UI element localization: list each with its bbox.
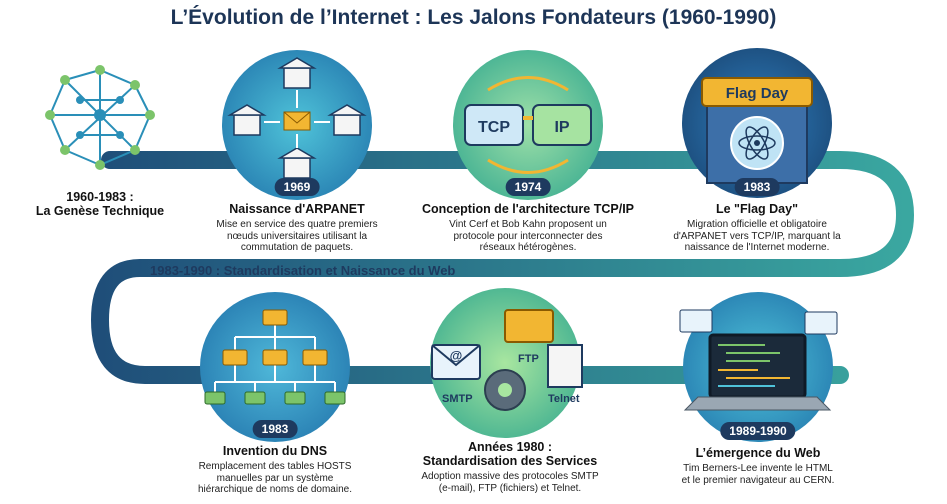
year-badge-1983-flagday: 1983: [734, 178, 780, 196]
svg-text:TCP: TCP: [478, 119, 510, 136]
flag-day-building-icon: Flag Day: [701, 77, 813, 184]
university-network-icon: [227, 57, 367, 179]
web-laptop-icon: [679, 309, 838, 411]
ribbon-path: [90, 151, 915, 384]
svg-text:FTP: FTP: [518, 353, 539, 365]
year-badge-1983-dns: 1983: [252, 420, 298, 438]
svg-text:@: @: [450, 348, 463, 363]
caption-title: Conception de l'architecture TCP/IP: [421, 202, 635, 216]
caption-desc: Mise en service des quatre premiers nœud…: [216, 219, 378, 253]
caption-services: Années 1980 : Standardisation des Servic…: [395, 440, 625, 494]
caption-desc: Remplacement des tables HOSTS manuelles …: [198, 461, 352, 495]
caption-title: Le "Flag Day": [715, 202, 798, 216]
caption-desc: Migration officielle et obligatoire d'AR…: [673, 219, 841, 253]
svg-text:Flag Day: Flag Day: [726, 85, 789, 102]
svg-text:SMTP: SMTP: [442, 393, 473, 405]
dns-tree-icon: [204, 309, 346, 405]
year-badge-1974: 1974: [505, 178, 551, 196]
caption-genese: 1960-1983 : La Genèse Technique: [0, 190, 215, 221]
protocols-gear-icon: @ FTP SMTP Telnet: [431, 309, 583, 411]
caption-title: Invention du DNS: [222, 444, 328, 458]
page-title: L’Évolution de l’Internet : Les Jalons F…: [170, 6, 777, 29]
band-label: 1983-1990 : Standardisation et Naissance…: [150, 263, 456, 278]
year-badge-1969: 1969: [274, 178, 320, 196]
caption-title: L’émergence du Web: [695, 446, 821, 460]
caption-desc: Vint Cerf et Bob Kahn proposent un proto…: [449, 219, 607, 253]
caption-desc: Tim Berners-Lee invente le HTML et le pr…: [681, 463, 835, 486]
svg-text:Telnet: Telnet: [548, 393, 580, 405]
caption-title: Naissance d'ARPANET: [229, 202, 365, 216]
tcp-ip-icon: TCP IP: [464, 76, 592, 174]
caption-desc: Adoption massive des protocoles SMTP (e-…: [421, 471, 599, 494]
network-globe-icon: [45, 65, 155, 170]
caption-title: Années 1980 : Standardisation des Servic…: [422, 440, 598, 468]
caption-title: 1960-1983 : La Genèse Technique: [35, 190, 165, 218]
caption-flagday: Le "Flag Day" Migration officielle et ob…: [642, 202, 872, 254]
caption-arpanet: Naissance d'ARPANET Mise en service des …: [182, 202, 412, 254]
caption-dns: Invention du DNS Remplacement des tables…: [160, 444, 390, 496]
caption-web: L’émergence du Web Tim Berners-Lee inven…: [643, 446, 873, 486]
svg-text:IP: IP: [554, 119, 569, 136]
year-badge-1989-1990: 1989-1990: [720, 422, 796, 440]
caption-tcpip: Conception de l'architecture TCP/IP Vint…: [413, 202, 643, 254]
